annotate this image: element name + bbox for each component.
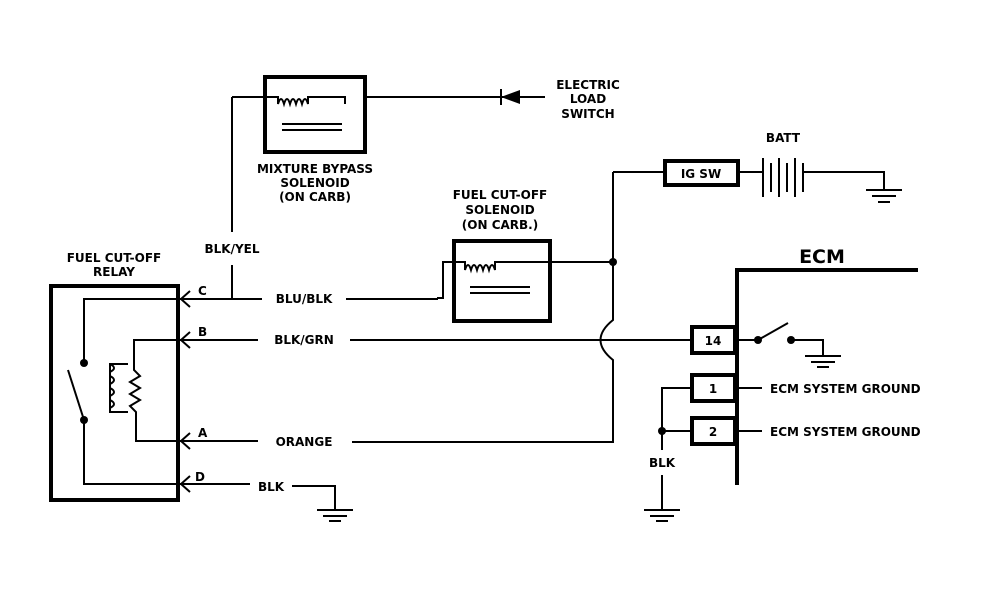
ecm-terminal-1: [690, 373, 737, 403]
diode-icon: [500, 89, 520, 105]
wire-batt-to-ground: [803, 171, 885, 190]
mixture-bypass-coil-icon: [232, 96, 346, 108]
fuel-cutoff-solenoid-box: [452, 239, 552, 323]
ecm-terminal-14-label: 14: [705, 334, 722, 348]
plunger-icon: [470, 286, 530, 294]
wire-ecm-ground-blk: [661, 387, 692, 510]
battery-label: BATT: [766, 131, 801, 145]
fuel-cutoff-relay: FUEL CUT-OFF RELAY: [49, 251, 180, 502]
mixture-bypass-label-3: (ON CARB): [279, 190, 351, 204]
ecm-terminal-1-description: ECM SYSTEM GROUND: [770, 382, 921, 396]
wire-blu-blk: [180, 298, 438, 300]
wire-power-feed: [352, 171, 665, 443]
wire-blk: [180, 483, 336, 510]
plunger-icon: [282, 123, 342, 131]
ecm-terminal-1-label: 1: [709, 382, 717, 396]
ecm-terminal-2-label: 2: [709, 425, 717, 439]
relay-switch-arm-icon: [67, 369, 85, 421]
ig-switch-label: IG SW: [681, 167, 721, 181]
switch-contact: [80, 359, 88, 367]
wire-label-orange: ORANGE: [276, 435, 333, 449]
fuel-cutoff-solenoid-label-3: (ON CARB.): [462, 218, 538, 232]
electric-load-switch-label-1: ELECTRIC: [556, 78, 620, 92]
wire-label-blk-grn: BLK/GRN: [274, 333, 334, 347]
relay-coil-resistor-icon: [128, 339, 180, 442]
mixture-bypass-solenoid-box: [263, 75, 367, 154]
electric-load-switch-label-2: LOAD: [570, 92, 606, 106]
ground-icon: [805, 355, 841, 368]
switch-contact: [787, 336, 795, 344]
ecm-terminal-2-description: ECM SYSTEM GROUND: [770, 425, 921, 439]
fuel-cutoff-coil-icon: [437, 261, 614, 299]
mixture-bypass-label-2: SOLENOID: [280, 176, 349, 190]
fuel-cutoff-solenoid-label-2: SOLENOID: [465, 203, 534, 217]
electric-load-switch-label-3: SWITCH: [561, 107, 614, 121]
battery-icon: [762, 158, 804, 197]
pin-d-label: D: [195, 470, 205, 484]
pin-b-label: B: [198, 325, 207, 339]
pin-c-label: C: [198, 284, 207, 298]
relay-coil-icon: [109, 363, 128, 413]
pin-b-connector-icon: [179, 331, 191, 349]
ecm-boundary: [735, 268, 918, 485]
mixture-bypass-label-1: MIXTURE BYPASS: [257, 162, 373, 176]
fuel-cutoff-solenoid: FUEL CUT-OFF SOLENOID (ON CARB.): [437, 188, 614, 323]
relay-label-1: FUEL CUT-OFF: [67, 251, 162, 265]
ecm-label: ECM: [799, 246, 845, 268]
pin-a-label: A: [198, 426, 208, 440]
fuel-cutoff-solenoid-label-1: FUEL CUT-OFF: [453, 188, 548, 202]
ground-icon: [866, 189, 902, 203]
ground-icon: [644, 509, 680, 522]
wire-label-blu-blk: BLU/BLK: [276, 292, 333, 306]
relay-label-2: RELAY: [93, 265, 135, 279]
wire-label-blk: BLK: [258, 480, 285, 494]
mixture-bypass-solenoid: MIXTURE BYPASS SOLENOID (ON CARB): [232, 75, 373, 204]
junction-dot: [658, 427, 666, 435]
ecm-internal-switch: [739, 322, 824, 356]
wire-label-ecm-blk: BLK: [649, 456, 676, 470]
relay-switch-circuit: [83, 298, 180, 485]
wire-label-blk-yel: BLK/YEL: [204, 242, 259, 256]
switch-contact: [754, 336, 762, 344]
ground-icon: [317, 509, 353, 522]
